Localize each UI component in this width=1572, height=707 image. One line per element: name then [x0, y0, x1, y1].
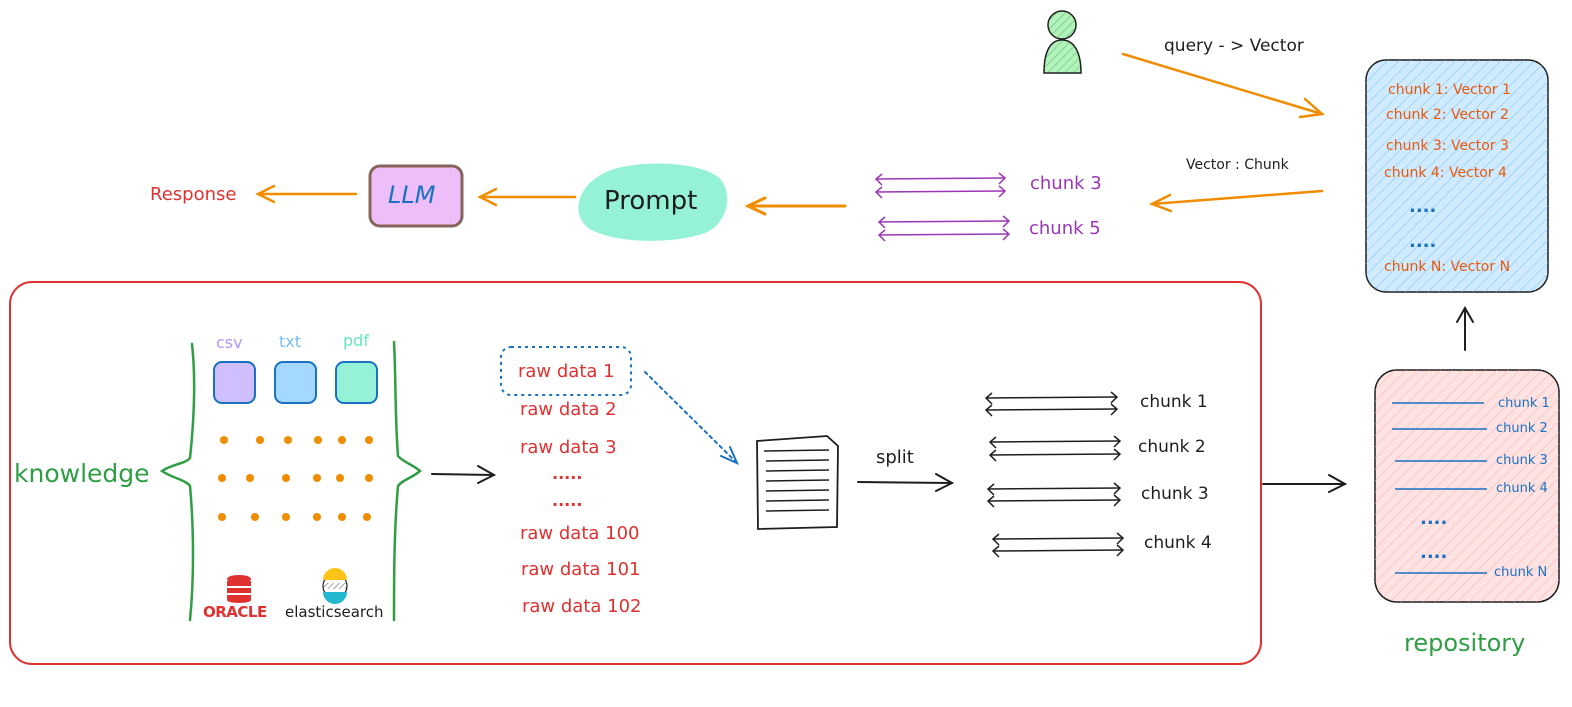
split-arrow [857, 473, 955, 492]
vector-ellipsis-1: .... [1409, 196, 1437, 217]
chunk-3-label: chunk 3 [1141, 484, 1209, 504]
to-repository-arrow [1262, 474, 1348, 493]
prompt-to-llm-arrow [477, 187, 577, 207]
chunk-2-label: chunk 2 [1138, 437, 1206, 457]
raw-data-3: raw data 3 [520, 437, 617, 458]
pdf-label: pdf [343, 331, 369, 350]
retrieved-chunk-marks [874, 172, 1011, 242]
knowledge-frame [9, 281, 1262, 665]
user-icon [1043, 10, 1082, 74]
raw-data-100: raw data 100 [520, 523, 640, 544]
repo-entry-2: chunk 2 [1496, 421, 1548, 436]
knowledge-to-rawdata-arrow [431, 465, 497, 484]
document-icon [756, 435, 839, 530]
query-label: query - > Vector [1164, 36, 1304, 56]
pdf-file-icon [335, 361, 378, 404]
repository-title: repository [1404, 629, 1526, 657]
vector-chunk-arrow [1148, 189, 1324, 213]
repo-entry-3: chunk 3 [1496, 453, 1548, 468]
oracle-db-icon [227, 575, 251, 603]
rawdata-to-document-arrow [644, 371, 739, 465]
data-dots [218, 436, 373, 521]
vector-entry-n: chunk N: Vector N [1384, 259, 1511, 275]
repo-entry-1: chunk 1 [1498, 396, 1550, 411]
repository-box [1374, 369, 1560, 603]
csv-label: csv [216, 333, 243, 352]
left-brace [159, 342, 196, 622]
vector-entry-3: chunk 3: Vector 3 [1386, 138, 1509, 154]
prompt-label: Prompt [604, 186, 698, 216]
raw-data-1: raw data 1 [518, 361, 615, 382]
raw-data-102: raw data 102 [522, 596, 642, 617]
repo-entry-n: chunk N [1494, 565, 1548, 580]
retrieved-chunk-3: chunk 3 [1030, 173, 1102, 194]
elasticsearch-icon [322, 568, 348, 604]
repo-entry-4: chunk 4 [1496, 481, 1548, 496]
chunk-marks [984, 391, 1125, 558]
repository-lines [1392, 402, 1487, 574]
knowledge-title: knowledge [14, 459, 150, 488]
vector-chunk-label: Vector : Chunk [1186, 157, 1289, 173]
raw-data-1-highlight [500, 346, 632, 396]
llm-box [368, 164, 464, 228]
elasticsearch-label: elasticsearch [285, 603, 384, 621]
raw-data-101: raw data 101 [521, 559, 641, 580]
chunk-1-label: chunk 1 [1140, 392, 1208, 412]
raw-data-2: raw data 2 [520, 399, 617, 420]
repo-ellipsis-2: .... [1420, 542, 1448, 563]
chunks-to-prompt-arrow [744, 196, 847, 216]
prompt-blob [578, 163, 727, 241]
txt-label: txt [279, 332, 302, 351]
right-brace [392, 340, 422, 622]
vector-entry-1: chunk 1: Vector 1 [1388, 82, 1511, 98]
vector-ellipsis-2: .... [1409, 231, 1437, 252]
txt-file-icon [274, 361, 317, 404]
raw-data-ellipsis-1: ..... [552, 464, 583, 483]
vector-store [1365, 59, 1549, 293]
chunk-4-label: chunk 4 [1144, 533, 1212, 553]
split-label: split [876, 447, 914, 468]
query-arrow [1121, 52, 1325, 119]
repository-to-vector-arrow [1456, 305, 1474, 351]
repo-ellipsis-1: .... [1420, 508, 1448, 529]
llm-to-response-arrow [255, 184, 358, 204]
oracle-logo: ORACLE [203, 603, 267, 621]
vector-entry-4: chunk 4: Vector 4 [1384, 165, 1507, 181]
retrieved-chunk-5: chunk 5 [1029, 218, 1101, 239]
response-label: Response [150, 184, 237, 205]
vector-entry-2: chunk 2: Vector 2 [1386, 107, 1509, 123]
raw-data-ellipsis-2: ..... [552, 491, 583, 510]
llm-label: LLM [388, 181, 436, 209]
csv-file-icon [213, 361, 256, 404]
